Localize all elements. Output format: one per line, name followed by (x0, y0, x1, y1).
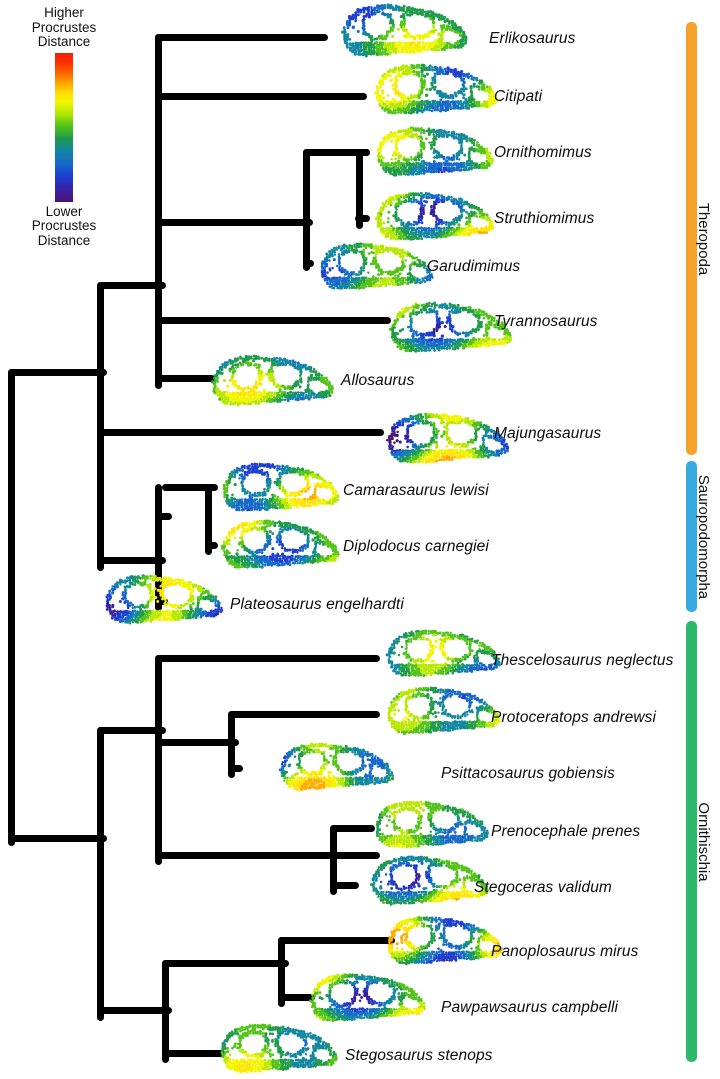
taxon-label-tyrannosaurus: Tyrannosaurus (494, 313, 598, 330)
skull-heatmap-prenocephale-prenes (370, 798, 492, 856)
skull-heatmap-tyrannosaurus (382, 300, 518, 360)
taxon-label-camarasaurus-lewisi: Camarasaurus lewisi (343, 482, 489, 499)
taxon-label-stegoceras-validum: Stegoceras validum (474, 879, 612, 896)
taxon-label-ornithomimus: Ornithomimus (494, 144, 592, 161)
skull-heatmap-stegosaurus-stenops (213, 1022, 343, 1079)
clade-label-sauropodomorpha: Sauropodomorpha (695, 474, 712, 599)
skull-heatmap-majungasaurus (378, 411, 516, 471)
color-gradient-bar (55, 52, 73, 202)
taxon-label-thescelosaurus-neglectus: Thescelosaurus neglectus (491, 652, 674, 669)
branch-sauropoda-node (162, 483, 218, 491)
branch-tyrannosaurus-br (155, 316, 391, 324)
node-ankylosauria-v (278, 936, 285, 1007)
skull-heatmap-panoplosaurus-mirus (382, 914, 506, 972)
node-sauropoda-v (205, 483, 212, 555)
skull-heatmap-diplodocus-carnegiei (213, 518, 347, 576)
node-ornith-v (97, 726, 104, 1021)
branch-ornithischia-stem (8, 834, 107, 842)
taxon-label-pawpawsaurus-campbelli: Pawpawsaurus campbelli (441, 999, 619, 1016)
node-thyreophora-v (162, 959, 169, 1063)
node-pachy-v (330, 824, 337, 895)
branch-pawpawsaurus-br (278, 993, 315, 1001)
clade-label-theropoda: Theropoda (695, 202, 712, 275)
branch-ornithomimidae-br (303, 148, 370, 156)
branch-ornithomimosaur-br (155, 218, 313, 226)
skull-heatmap-plateosaurus-engelhardti (96, 573, 230, 631)
branch-thescelosaurus-br (155, 654, 380, 662)
clade-bar-theropoda (686, 22, 697, 455)
node-ornithomimidae-v (356, 148, 363, 229)
clade-bar-sauropodomorpha (686, 461, 697, 612)
branch-orn-upper-node (97, 726, 166, 734)
taxon-label-plateosaurus-engelhardti: Plateosaurus engelhardti (230, 596, 404, 613)
skull-heatmap-citipati (368, 62, 502, 122)
taxon-label-psittacosaurus-gobiensis: Psittacosaurus gobiensis (441, 765, 615, 782)
branch-panoplosaurus-br (278, 936, 395, 944)
branch-stegoceras-br (330, 881, 359, 889)
skull-heatmap-ornithomimus (366, 125, 502, 183)
taxon-label-protoceratops-andrewsi: Protoceratops andrewsi (491, 709, 657, 726)
taxon-label-erlikosaurus: Erlikosaurus (489, 30, 576, 47)
branch-saurischia-bottom (97, 556, 166, 564)
skull-heatmap-allosaurus (203, 353, 341, 413)
skull-heatmap-protoceratops-andrewsi (382, 684, 504, 742)
legend-high-label: Higher Procrustes Distance (31, 5, 97, 49)
skull-heatmap-stegoceras-validum (366, 853, 492, 913)
node-orn-upper-v (155, 654, 162, 865)
branch-saurischia-top (97, 281, 166, 289)
node-saurischia-v (97, 281, 104, 571)
branch-pachy-node (330, 824, 375, 832)
branch-citipati-br (155, 92, 367, 100)
taxon-label-garudimimus: Garudimimus (427, 258, 521, 275)
taxon-label-allosaurus: Allosaurus (341, 372, 415, 389)
clade-label-ornithischia: Ornithischia (695, 801, 712, 882)
branch-protoceratops-br (228, 710, 380, 718)
node-sauropodomorph-v (155, 483, 162, 611)
taxon-label-majungasaurus: Majungasaurus (494, 425, 602, 442)
skull-heatmap-camarasaurus-lewisi (213, 461, 347, 519)
skull-heatmap-struthiomimus (366, 190, 502, 248)
taxon-label-prenocephale-prenes: Prenocephale prenes (491, 823, 641, 840)
skull-heatmap-pawpawsaurus-campbelli (305, 971, 429, 1029)
procrustes-color-legend: Higher Procrustes Distance Lower Procrus… (8, 5, 120, 248)
skull-heatmap-erlikosaurus (334, 2, 474, 64)
branch-root-stem (8, 368, 107, 376)
branch-cerapoda-br (155, 851, 380, 859)
clade-bar-ornithischia (686, 621, 697, 1062)
taxon-label-stegosaurus-stenops: Stegosaurus stenops (345, 1047, 493, 1064)
skull-heatmap-garudimimus (310, 241, 442, 297)
branch-allosaurus-br (155, 374, 215, 382)
branch-ceratopsia-node (228, 764, 243, 772)
legend-low-label: Lower Procrustes Distance (31, 203, 97, 248)
taxon-label-diplodocus-carnegiei: Diplodocus carnegiei (343, 538, 489, 555)
taxon-label-panoplosaurus-mirus: Panoplosaurus mirus (491, 943, 639, 960)
skull-heatmap-thescelosaurus-neglectus (382, 627, 504, 685)
skull-heatmap-psittacosaurus-gobiensis (275, 740, 397, 798)
branch-ankylosauria-br (162, 959, 289, 967)
branch-orn-lower-node (97, 1006, 172, 1014)
node-root-v (8, 368, 15, 846)
node-ornithomimid-v (303, 148, 310, 271)
taxon-label-citipati: Citipati (494, 88, 543, 105)
branch-marginoceph-br (155, 738, 239, 746)
branch-majungasaurus-br (97, 428, 384, 436)
node-theropoda-v (155, 33, 162, 389)
branch-thyreophora-node (162, 1049, 225, 1057)
branch-maniraptora-node (155, 33, 328, 41)
node-ceratopsia-v (228, 710, 235, 778)
taxon-label-struthiomimus: Struthiomimus (494, 210, 595, 227)
